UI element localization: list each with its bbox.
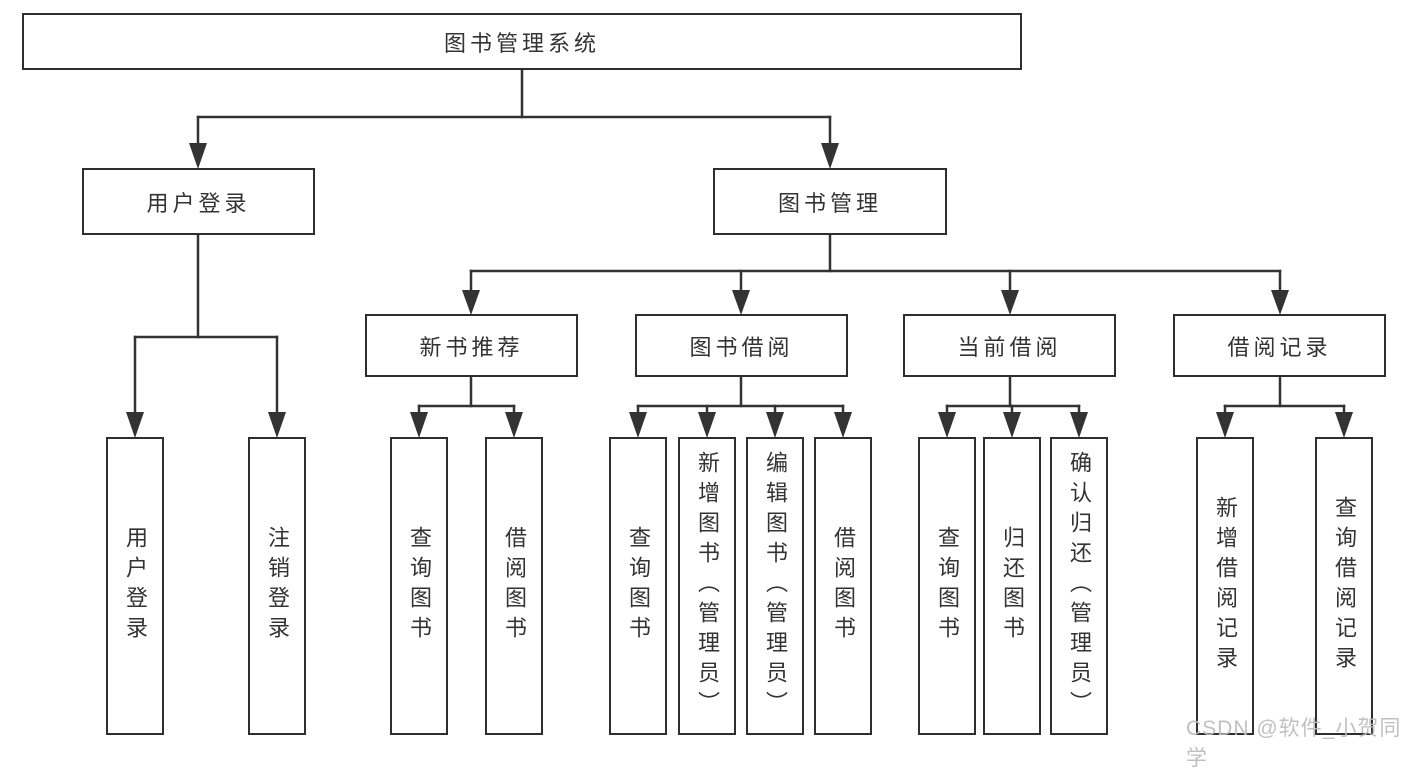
node-label: 用户登录 bbox=[123, 526, 148, 646]
arrow-down-icon bbox=[1335, 412, 1353, 438]
node-label: 查询借阅记录 bbox=[1332, 496, 1357, 676]
node-label: 查询图书 bbox=[407, 526, 432, 646]
node-label: 编辑图书（管理员） bbox=[763, 451, 788, 721]
arrow-down-icon bbox=[732, 290, 750, 315]
arrow-down-icon bbox=[126, 412, 144, 438]
arrow-down-icon bbox=[505, 412, 523, 438]
arrow-down-icon bbox=[938, 412, 956, 438]
leaf-query-book: 查询图书 bbox=[609, 437, 667, 735]
leaf-user-login: 用户登录 bbox=[106, 437, 164, 735]
node-label: 图书管理系统 bbox=[443, 30, 600, 56]
arrow-down-icon bbox=[1216, 412, 1234, 438]
node-label: 确认归还（管理员） bbox=[1067, 451, 1092, 721]
node-label: 用户登录 bbox=[146, 190, 251, 216]
node-book-borrow: 图书借阅 bbox=[635, 314, 848, 377]
node-label: 查询图书 bbox=[935, 526, 960, 646]
connector-current-borrow-to-leaves bbox=[938, 375, 1088, 438]
connector-book-mgmt-to-level3 bbox=[462, 233, 1289, 315]
leaf-query-book: 查询图书 bbox=[918, 437, 976, 735]
leaf-query-borrow-record: 查询借阅记录 bbox=[1315, 437, 1373, 735]
arrow-down-icon bbox=[1070, 412, 1088, 438]
leaf-borrow-book: 借阅图书 bbox=[485, 437, 543, 735]
node-label: 注销登录 bbox=[265, 526, 290, 646]
arrow-down-icon bbox=[189, 143, 207, 169]
node-label: 当前借阅 bbox=[957, 334, 1062, 360]
node-label: 借阅图书 bbox=[831, 526, 856, 646]
node-user-login: 用户登录 bbox=[82, 168, 315, 235]
leaf-add-book-admin: 新增图书（管理员） bbox=[678, 437, 736, 735]
connector-new-book-rec-to-leaves bbox=[410, 375, 523, 438]
connector-user-login-to-leaves bbox=[126, 233, 286, 438]
connector-book-borrow-to-leaves bbox=[629, 375, 852, 438]
arrow-down-icon bbox=[1271, 290, 1289, 315]
node-label: 归还图书 bbox=[1000, 526, 1025, 646]
arrow-down-icon bbox=[462, 290, 480, 315]
leaf-logout: 注销登录 bbox=[248, 437, 306, 735]
leaf-query-book: 查询图书 bbox=[390, 437, 448, 735]
leaf-borrow-book: 借阅图书 bbox=[814, 437, 872, 735]
leaf-add-borrow-record: 新增借阅记录 bbox=[1196, 437, 1254, 735]
arrow-down-icon bbox=[766, 412, 784, 438]
node-label: 图书管理 bbox=[777, 190, 882, 216]
node-current-borrow: 当前借阅 bbox=[903, 314, 1116, 377]
node-label: 借阅图书 bbox=[502, 526, 527, 646]
connector-borrow-records-to-leaves bbox=[1216, 375, 1353, 438]
arrow-down-icon bbox=[834, 412, 852, 438]
arrow-down-icon bbox=[698, 412, 716, 438]
connector-lines bbox=[126, 68, 1353, 438]
arrow-down-icon bbox=[268, 412, 286, 438]
node-label: 新书推荐 bbox=[419, 334, 524, 360]
arrow-down-icon bbox=[1003, 412, 1021, 438]
connector-root-to-level2 bbox=[189, 68, 839, 169]
diagram-canvas: 图书管理系统 用户登录 图书管理 新书推荐 图书借阅 当前借阅 借阅记录 用户登… bbox=[22, 13, 1400, 770]
node-book-management: 图书管理 bbox=[713, 168, 947, 235]
node-label: 查询图书 bbox=[626, 526, 651, 646]
node-borrow-records: 借阅记录 bbox=[1173, 314, 1386, 377]
leaf-return-book: 归还图书 bbox=[983, 437, 1041, 735]
node-label: 借阅记录 bbox=[1227, 334, 1332, 360]
node-new-book-recommend: 新书推荐 bbox=[365, 314, 578, 377]
node-label: 新增图书（管理员） bbox=[695, 451, 720, 721]
arrow-down-icon bbox=[821, 143, 839, 169]
arrow-down-icon bbox=[410, 412, 428, 438]
node-label: 图书借阅 bbox=[689, 334, 794, 360]
arrow-down-icon bbox=[629, 412, 647, 438]
node-library-system: 图书管理系统 bbox=[22, 13, 1022, 70]
node-label: 新增借阅记录 bbox=[1213, 496, 1238, 676]
leaf-edit-book-admin: 编辑图书（管理员） bbox=[746, 437, 804, 735]
arrow-down-icon bbox=[1001, 290, 1019, 315]
leaf-confirm-return-admin: 确认归还（管理员） bbox=[1050, 437, 1108, 735]
csdn-watermark: CSDN @软件_小贺同学 bbox=[1186, 717, 1402, 770]
